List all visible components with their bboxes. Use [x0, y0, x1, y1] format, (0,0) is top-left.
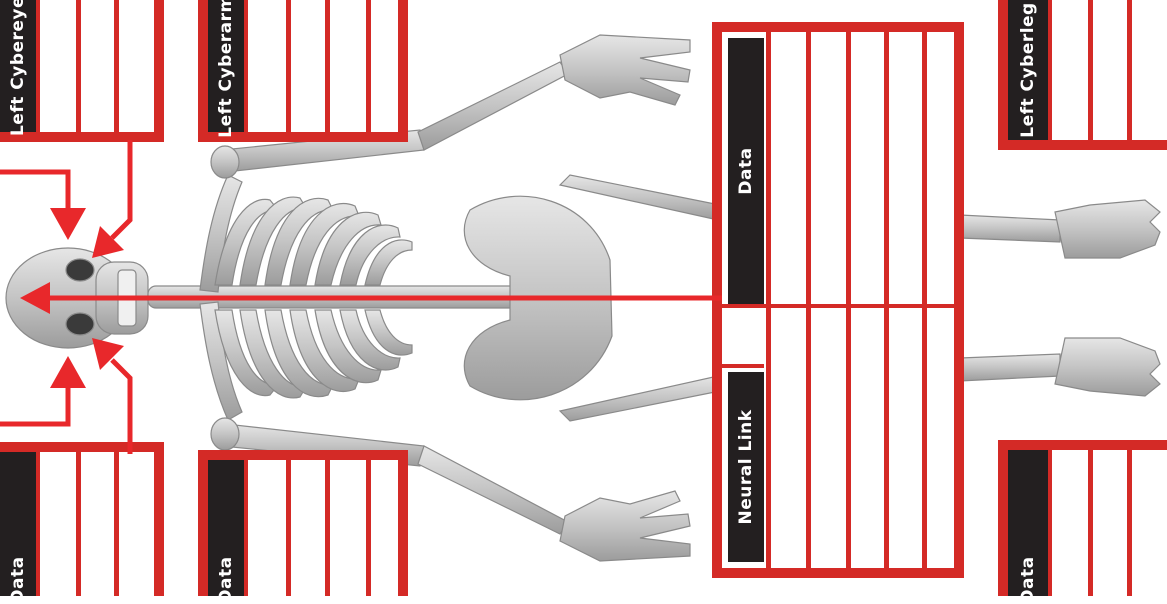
arrow-icon — [50, 356, 86, 388]
arrow-icon — [50, 208, 86, 240]
eye-connector-top — [0, 172, 68, 210]
arm-connector-top — [112, 140, 130, 238]
arm-connector-bottom — [112, 360, 130, 454]
eye-connector-bottom — [0, 386, 68, 424]
arrow-icon — [20, 282, 50, 314]
